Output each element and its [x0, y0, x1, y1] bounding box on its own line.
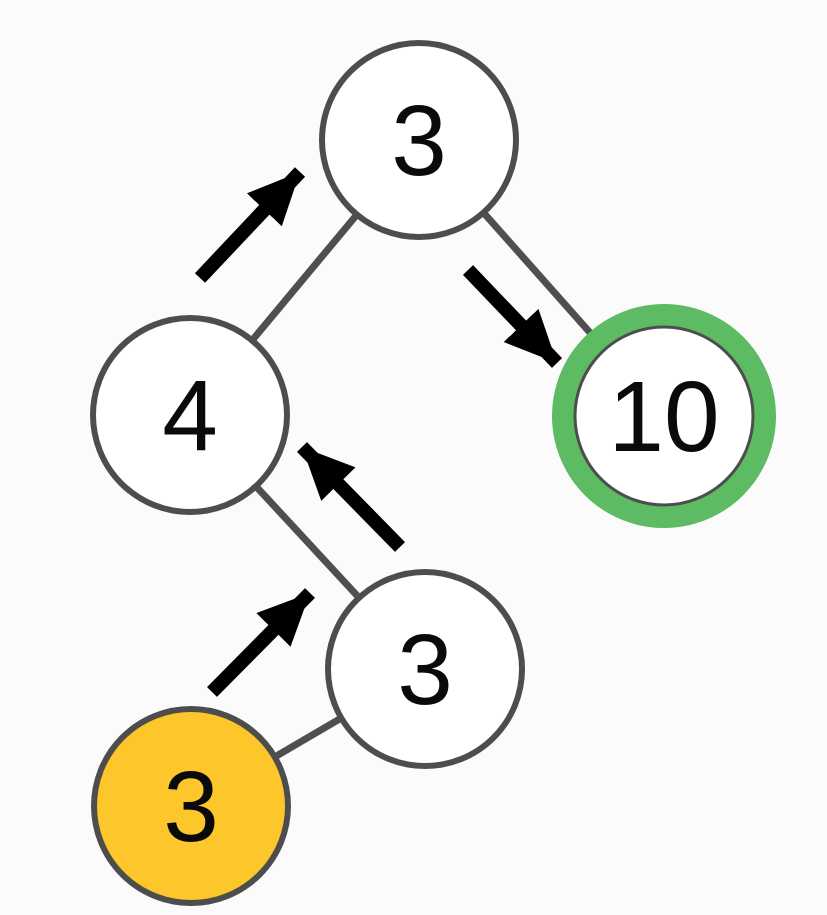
node-value: 3 — [391, 85, 447, 197]
arrow-left_right-to-left-icon — [297, 442, 405, 552]
node-circle — [90, 315, 290, 515]
node-circle — [91, 706, 291, 906]
tree-node-left_right_left: 3 — [91, 706, 291, 906]
node-circle — [319, 40, 519, 240]
node-value: 3 — [163, 751, 219, 863]
node-value: 10 — [608, 361, 719, 473]
tree-node-root: 3 — [319, 40, 519, 240]
node-circle — [325, 569, 525, 769]
arrow-left_right_left-to-left_right-icon — [207, 588, 315, 697]
node-value: 3 — [397, 614, 453, 726]
nodes-layer: 3 4 10 3 3 — [90, 40, 776, 906]
tree-node-left: 4 — [90, 315, 290, 515]
node-value: 4 — [162, 360, 218, 472]
arrow-root-to-right-icon — [462, 265, 563, 368]
tree-node-left_right: 3 — [325, 569, 525, 769]
node-circle — [573, 325, 755, 507]
tree-node-right: 10 — [552, 304, 776, 528]
arrows-layer — [194, 167, 563, 697]
arrow-left-to-root-icon — [194, 167, 306, 283]
